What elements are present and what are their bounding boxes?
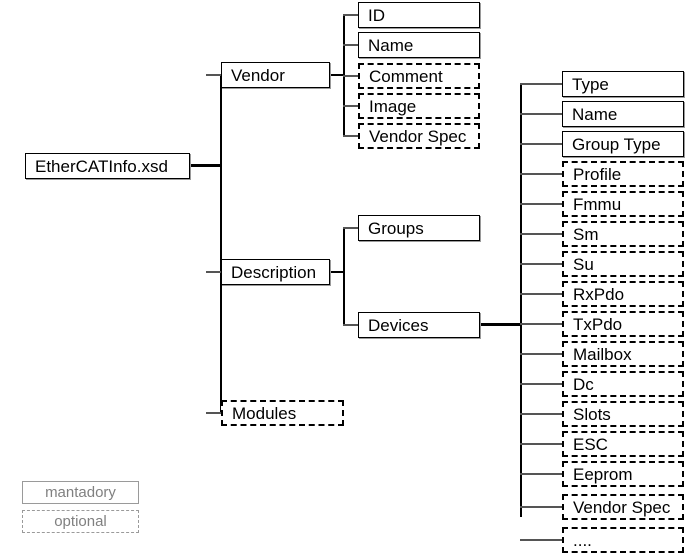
legend-label: optional	[54, 513, 107, 530]
edge-device-child-rxpdo	[520, 293, 562, 295]
legend-mandatory: mantadory	[22, 481, 139, 504]
node-device-su[interactable]: Su	[562, 251, 684, 277]
node-label: Name	[368, 35, 414, 55]
node-label: Comment	[369, 66, 443, 86]
edge-description-in	[206, 271, 222, 273]
node-device-type[interactable]: Type	[562, 71, 684, 97]
edge-vendor-child-vendorspec	[343, 135, 359, 137]
node-label: Name	[572, 104, 618, 124]
node-label: TxPdo	[573, 314, 623, 334]
legend-label: mantadory	[45, 484, 116, 501]
node-label: Type	[572, 74, 609, 94]
node-label: Slots	[573, 404, 611, 424]
node-label: Group Type	[572, 134, 661, 154]
edge-device-child-type	[520, 83, 562, 85]
edge-device-child-name	[520, 113, 562, 115]
node-label: EtherCATInfo.xsd	[35, 156, 168, 176]
edge-devices-out	[480, 323, 522, 326]
node-device-dc[interactable]: Dc	[562, 371, 684, 397]
edge-description-out	[330, 271, 344, 273]
node-vendor-vendor-spec[interactable]: Vendor Spec	[358, 123, 480, 149]
edge-vendor-child-name	[343, 44, 359, 46]
node-label: Eeprom	[573, 464, 633, 484]
edge-device-child-slots	[520, 413, 562, 415]
node-device-vendor-spec[interactable]: Vendor Spec	[562, 494, 684, 520]
edge-device-child-esc	[520, 443, 562, 445]
edge-devices-children-trunk	[520, 83, 522, 517]
edge-device-child-sm	[520, 233, 562, 235]
node-label: Su	[573, 254, 594, 274]
node-label: Image	[369, 96, 417, 116]
legend-optional: optional	[22, 510, 139, 533]
node-vendor-id[interactable]: ID	[358, 2, 480, 28]
node-vendor-image[interactable]: Image	[358, 93, 480, 119]
edge-vendor-in	[206, 74, 222, 76]
edge-device-child-vendor-spec	[520, 506, 562, 508]
node-label: Fmmu	[573, 194, 622, 214]
node-device-mailbox[interactable]: Mailbox	[562, 341, 684, 367]
edge-vendor-out	[330, 74, 344, 76]
node-vendor[interactable]: Vendor	[221, 62, 330, 88]
node-description[interactable]: Description	[221, 259, 330, 285]
edge-description-children-trunk	[343, 227, 345, 326]
edge-device-child-eeprom	[520, 473, 562, 475]
node-device-profile[interactable]: Profile	[562, 161, 684, 187]
edge-device-child-mailbox	[520, 353, 562, 355]
node-device-rxpdo[interactable]: RxPdo	[562, 281, 684, 307]
node-label: Devices	[368, 315, 429, 335]
edge-device-child-more	[520, 539, 562, 541]
edge-device-child-group-type	[520, 143, 562, 145]
edge-main-trunk	[220, 75, 222, 414]
edge-device-child-txpdo	[520, 323, 562, 325]
node-devices[interactable]: Devices	[358, 312, 480, 338]
node-label: Vendor	[231, 65, 285, 85]
node-label: ID	[368, 5, 385, 25]
node-label: Groups	[368, 218, 424, 238]
edge-description-child-groups	[343, 227, 359, 229]
edge-device-child-profile	[520, 173, 562, 175]
node-vendor-name[interactable]: Name	[358, 32, 480, 58]
node-label: ESC	[573, 434, 608, 454]
node-device-eeprom[interactable]: Eeprom	[562, 461, 684, 487]
node-label: Mailbox	[573, 344, 632, 364]
node-device-esc[interactable]: ESC	[562, 431, 684, 457]
node-label: Modules	[232, 403, 297, 423]
node-root[interactable]: EtherCATInfo.xsd	[25, 153, 190, 179]
node-device-slots[interactable]: Slots	[562, 401, 684, 427]
edge-device-child-dc	[520, 383, 562, 385]
edge-description-child-devices	[343, 324, 359, 326]
node-label: Vendor Spec	[573, 497, 671, 517]
node-device-fmmu[interactable]: Fmmu	[562, 191, 684, 217]
node-device-sm[interactable]: Sm	[562, 221, 684, 247]
edge-device-child-su	[520, 263, 562, 265]
node-label: Vendor Spec	[369, 126, 467, 146]
edge-vendor-child-comment	[343, 75, 359, 77]
edge-root-stub	[190, 164, 222, 167]
node-device-more[interactable]: ....	[562, 527, 684, 553]
node-device-name[interactable]: Name	[562, 101, 684, 127]
node-modules[interactable]: Modules	[221, 400, 344, 426]
node-groups[interactable]: Groups	[358, 215, 480, 241]
node-label: ....	[573, 530, 592, 550]
edge-vendor-child-image	[343, 105, 359, 107]
node-device-txpdo[interactable]: TxPdo	[562, 311, 684, 337]
node-label: Profile	[573, 164, 622, 184]
node-label: RxPdo	[573, 284, 625, 304]
edge-vendor-child-id	[343, 14, 359, 16]
edge-modules-in	[206, 412, 222, 414]
node-device-group-type[interactable]: Group Type	[562, 131, 684, 157]
node-vendor-comment[interactable]: Comment	[358, 63, 480, 89]
node-label: Description	[231, 262, 317, 282]
node-label: Sm	[573, 224, 599, 244]
edge-device-child-fmmu	[520, 203, 562, 205]
node-label: Dc	[573, 374, 594, 394]
